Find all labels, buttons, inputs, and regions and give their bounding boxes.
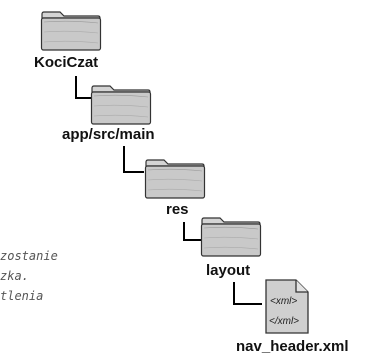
folder-icon	[40, 11, 102, 51]
folder-label-kociczat: KociCzat	[34, 54, 99, 71]
folder-icon	[200, 217, 262, 257]
file-line-open-tag: <xml>	[270, 296, 297, 307]
folder-icon	[144, 159, 206, 199]
connector-kociczat-appsrcmain	[75, 76, 94, 99]
note-line: zostanie	[0, 249, 58, 263]
folder-icon	[90, 85, 152, 125]
folder-label-res: res	[166, 201, 189, 218]
folder-label-app-src-main: app/src/main	[62, 126, 155, 143]
connector-layout-navheader	[233, 282, 262, 305]
file-label-nav-header: nav_header.xml	[236, 338, 349, 355]
xml-file-icon: <xml> </xml>	[265, 279, 309, 334]
note-line: zka.	[0, 269, 29, 283]
handwritten-note: zostanie zka. tlenia	[0, 246, 130, 306]
note-line: tlenia	[0, 289, 44, 303]
connector-appsrcmain-res	[123, 146, 144, 173]
file-line-close-tag: </xml>	[269, 316, 299, 327]
connector-res-layout	[183, 222, 204, 241]
folder-label-layout: layout	[206, 262, 251, 279]
